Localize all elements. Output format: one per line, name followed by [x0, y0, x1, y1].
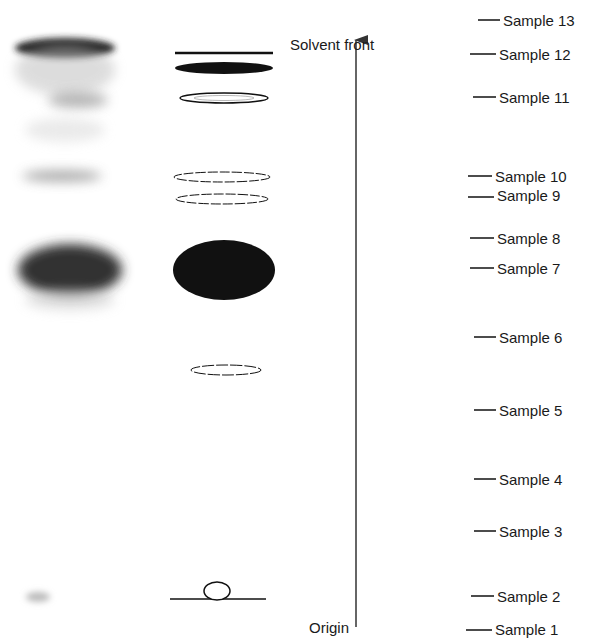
sample-label: Sample 6	[499, 330, 562, 345]
origin-label: Origin	[309, 620, 349, 635]
sample-label: Sample 9	[497, 188, 560, 203]
sample-label: Sample 8	[497, 231, 560, 246]
sample-label: Sample 10	[495, 169, 567, 184]
sample-label: Sample 4	[499, 472, 562, 487]
sample-label: Sample 3	[499, 524, 562, 539]
sample-label: Sample 2	[497, 589, 560, 604]
sample-label: Sample 7	[497, 261, 560, 276]
sample-ticks	[466, 20, 500, 630]
sample-label: Sample 12	[499, 47, 571, 62]
sample-label: Sample 1	[495, 622, 558, 637]
sample-label: Sample 11	[499, 90, 570, 105]
sample-label: Sample 13	[503, 13, 575, 28]
sample-label: Sample 5	[499, 403, 562, 418]
photo-plate	[15, 38, 122, 602]
solvent-direction-arrow	[355, 40, 357, 627]
solvent-front-label: Solvent front	[290, 37, 374, 52]
schematic-plate	[170, 53, 275, 600]
